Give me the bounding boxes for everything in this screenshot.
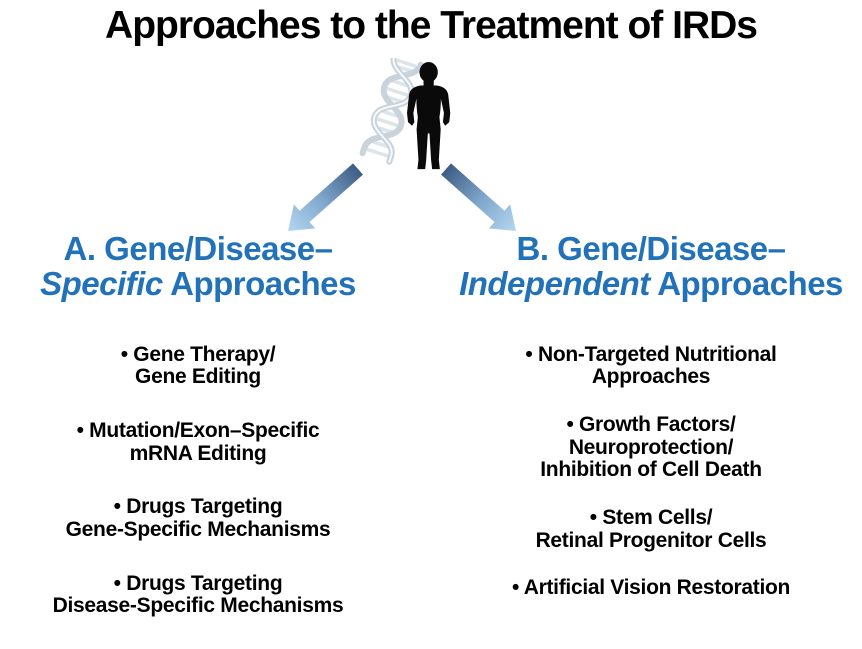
list-item: • Stem Cells/ Retinal Progenitor Cells [446,505,856,552]
list-item: • Growth Factors/ Neuroprotection/ Inhib… [446,412,856,482]
bullet-line: • Drugs Targeting [113,571,283,595]
column-b-bullet-list: • Non-Targeted Nutritional Approaches • … [446,342,856,600]
column-b-heading-italic: Independent [459,265,650,303]
bullet-line: • Stem Cells/ [589,505,713,529]
center-graphic [330,53,506,182]
column-a-heading-line1: A. Gene/Disease– [63,230,334,267]
list-item: • Drugs Targeting Disease-Specific Mecha… [2,571,394,618]
column-a-heading-rest: Approaches [162,265,356,303]
down-left-arrow-icon [288,163,363,231]
bullet-line: Disease-Specific Mechanisms [52,594,344,618]
column-a-heading-italic: Specific [40,265,163,303]
human-silhouette-icon [407,62,451,170]
dna-helix-icon [359,53,424,165]
column-a-heading: A. Gene/Disease– Specific Approaches [2,231,394,302]
bullet-line: Approaches [591,365,711,389]
dna-highlight [372,55,413,163]
column-a-bullet-list: • Gene Therapy/ Gene Editing • Mutation/… [2,342,394,618]
bullet-line: Gene Editing [135,365,261,389]
down-right-arrow-icon [441,163,516,231]
bullet-line: mRNA Editing [129,441,267,465]
column-gene-disease-specific: A. Gene/Disease– Specific Approaches • G… [2,231,394,649]
column-b-heading-rest: Approaches [649,265,843,303]
bullet-line: • Gene Therapy/ [120,342,276,366]
column-b-heading: B. Gene/Disease– Independent Approaches [446,231,856,302]
bullet-line: • Non-Targeted Nutritional [525,342,777,366]
list-item: • Non-Targeted Nutritional Approaches [446,342,856,389]
list-item: • Artificial Vision Restoration [446,577,856,600]
figure-title: Approaches to the Treatment of IRDs [105,4,758,47]
bullet-line: Inhibition of Cell Death [540,458,762,482]
bullet-line: • Mutation/Exon–Specific [76,418,320,442]
bullet-line: • Growth Factors/ [566,412,736,436]
bullet-line: Retinal Progenitor Cells [535,528,767,552]
list-item: • Drugs Targeting Gene-Specific Mechanis… [2,496,394,541]
bullet-line: Gene-Specific Mechanisms [65,517,331,541]
ird-treatment-figure: Approaches to the Treatment of IRDs [40,4,856,625]
column-gene-disease-independent: B. Gene/Disease– Independent Approaches … [446,231,856,625]
list-item: • Mutation/Exon–Specific mRNA Editing [2,418,394,465]
bullet-line: Neuroprotection/ [568,435,734,459]
list-item: • Gene Therapy/ Gene Editing [2,342,394,389]
bullet-line: • Drugs Targeting [113,495,283,519]
column-b-heading-line1: B. Gene/Disease– [516,230,787,267]
bullet-line: • Artificial Vision Restoration [511,576,791,600]
dna-and-human-graphic [359,53,451,170]
